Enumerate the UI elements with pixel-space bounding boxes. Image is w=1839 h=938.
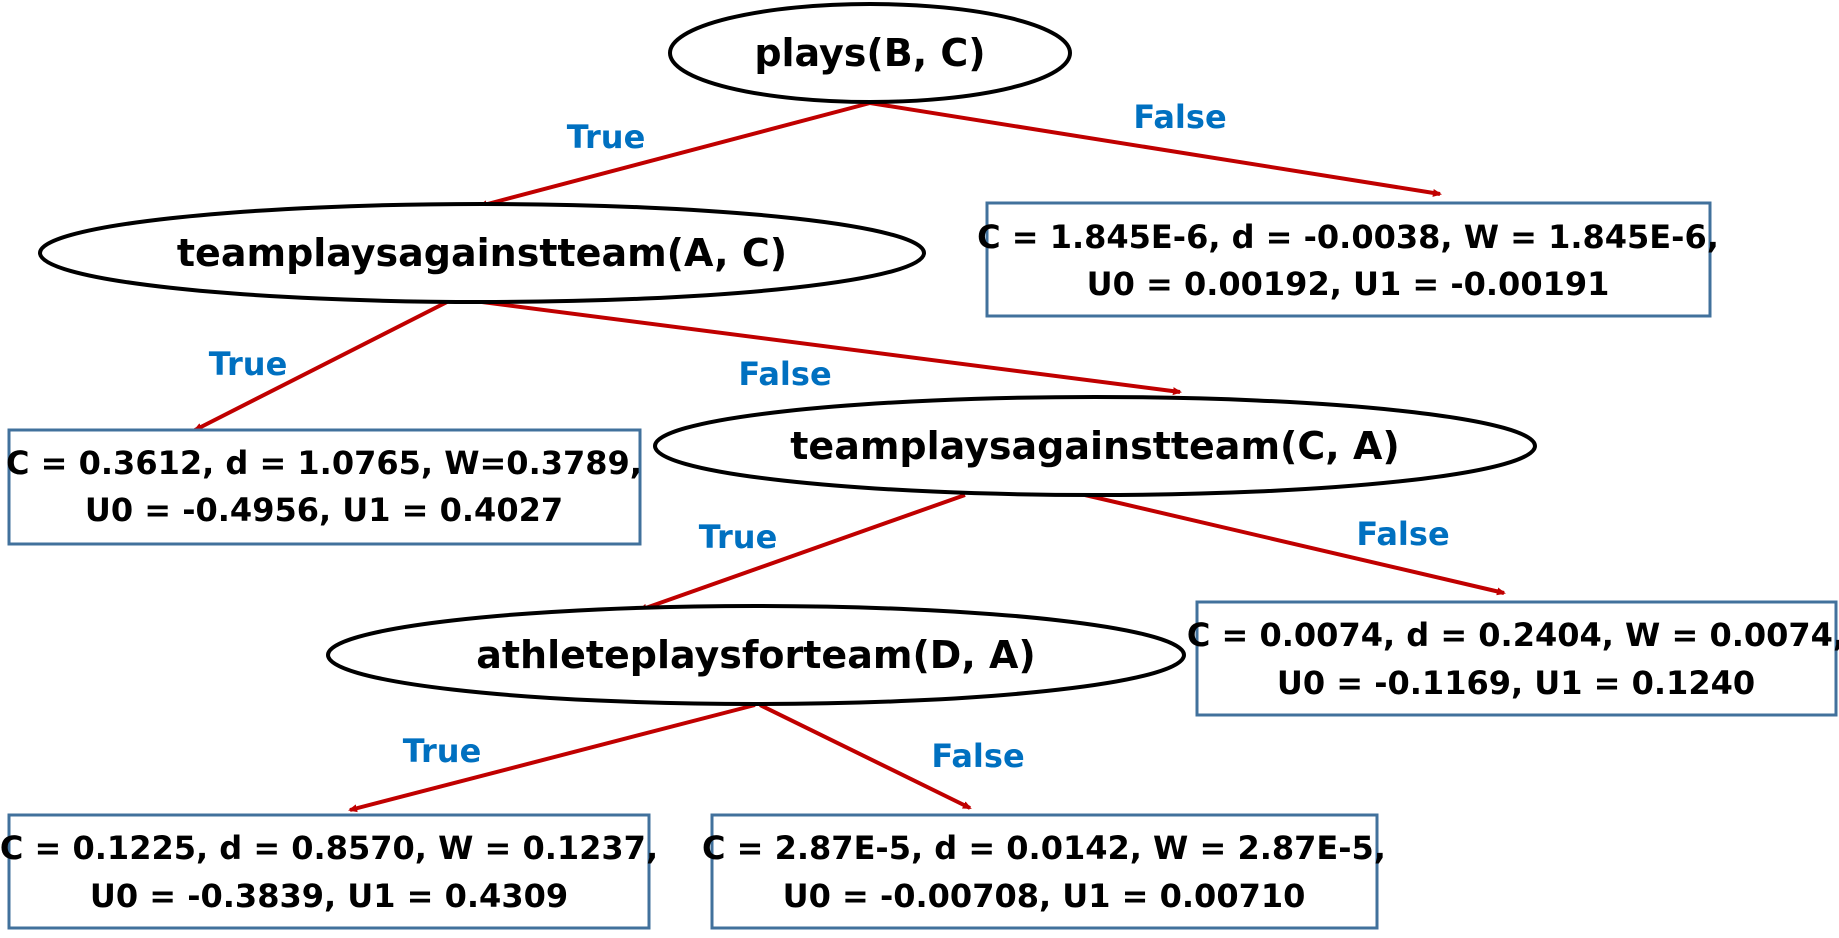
leaf-box	[7, 813, 651, 930]
leaf-line-2: U0 = -0.1169, U1 = 0.1240	[1277, 664, 1755, 702]
node-label-3: athleteplaysforteam(D, A)	[476, 633, 1036, 677]
leaf-line-2: U0 = 0.00192, U1 = -0.00191	[1087, 265, 1610, 303]
edge-label-root-true: True	[567, 118, 646, 156]
leaf-line-1: C = 1.845E-6, d = -0.0038, W = 1.845E-6,	[977, 218, 1719, 256]
leaf-n1-true: C = 0.3612, d = 1.0765, W=0.3789, U0 = -…	[6, 428, 642, 546]
edge-n1-false	[481, 300, 1182, 396]
leaf-line-2: U0 = -0.3839, U1 = 0.4309	[90, 877, 568, 915]
node-label-1: teamplaysagainstteam(A, C)	[177, 231, 787, 275]
leaf-n2-false: C = 0.0074, d = 0.2404, W = 0.0074, U0 =…	[1187, 600, 1839, 717]
leaf-line-2: U0 = -0.00708, U1 = 0.00710	[783, 877, 1306, 915]
leaf-line-1: C = 0.1225, d = 0.8570, W = 0.1237,	[0, 829, 658, 867]
leaf-n3-false: C = 2.87E-5, d = 0.0142, W = 2.87E-5, U0…	[702, 813, 1386, 930]
leaf-box	[985, 201, 1712, 318]
edge-label-n1-false: False	[738, 355, 831, 393]
leaf-box	[710, 813, 1379, 930]
edge-n1-true	[193, 300, 448, 432]
edge-label-n2-true: True	[699, 518, 778, 556]
leaf-root-false: C = 1.845E-6, d = -0.0038, W = 1.845E-6,…	[977, 201, 1719, 318]
leaf-box	[7, 428, 642, 546]
leaf-line-1: C = 0.0074, d = 0.2404, W = 0.0074,	[1187, 616, 1839, 654]
decision-node-1: teamplaysagainstteam(A, C)	[38, 202, 926, 304]
leaf-line-1: C = 0.3612, d = 1.0765, W=0.3789,	[6, 444, 642, 482]
node-ellipse	[38, 202, 926, 304]
node-ellipse	[326, 604, 1186, 706]
edge-label-n3-false: False	[931, 737, 1024, 775]
edge-label-n2-false: False	[1356, 515, 1449, 553]
decision-node-3: athleteplaysforteam(D, A)	[326, 604, 1186, 706]
node-label-2: teamplaysagainstteam(C, A)	[790, 424, 1399, 468]
decision-node-2: teamplaysagainstteam(C, A)	[653, 395, 1537, 497]
edge-n3-true	[348, 703, 756, 813]
leaf-line-2: U0 = -0.4956, U1 = 0.4027	[85, 491, 563, 529]
node-ellipse	[653, 395, 1537, 497]
edge-n2-true	[638, 493, 966, 612]
edge-root-true	[478, 101, 871, 209]
leaf-n3-true: C = 0.1225, d = 0.8570, W = 0.1237, U0 =…	[0, 813, 658, 930]
edges	[193, 101, 1506, 813]
leaf-box	[1195, 600, 1838, 717]
edge-label-n3-true: True	[403, 732, 482, 770]
node-ellipse	[668, 2, 1072, 104]
edge-label-root-false: False	[1133, 98, 1226, 136]
node-label-root: plays(B, C)	[754, 31, 985, 75]
decision-node-root: plays(B, C)	[668, 2, 1072, 104]
leaf-line-1: C = 2.87E-5, d = 0.0142, W = 2.87E-5,	[702, 829, 1386, 867]
edge-label-n1-true: True	[209, 345, 288, 383]
edge-root-false	[869, 101, 1442, 197]
edge-labels: True False True False True False True Fa…	[209, 98, 1450, 775]
edge-n2-false	[1084, 493, 1506, 596]
edge-n3-false	[759, 703, 972, 810]
